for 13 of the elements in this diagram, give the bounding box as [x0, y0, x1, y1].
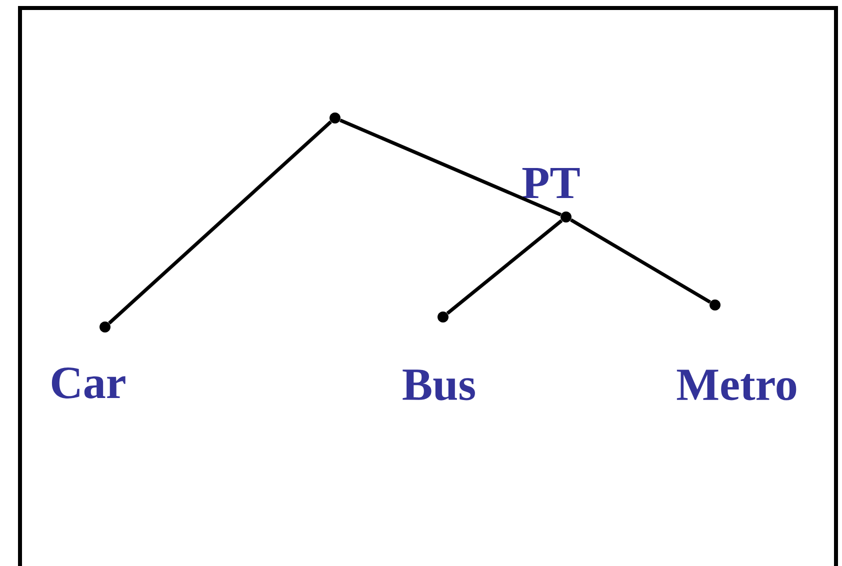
tree-branch: [108, 120, 332, 324]
tree-branch: [570, 218, 711, 304]
tree-node-dot: [100, 322, 110, 332]
node-label: Metro: [676, 370, 796, 400]
tree-branch: [446, 219, 563, 315]
tree-branch: [340, 118, 562, 216]
tree-node-dot: [438, 312, 448, 322]
node-label: Bus: [402, 370, 475, 400]
tree-node-dot: [560, 212, 572, 222]
tree-node-dot: [710, 300, 720, 310]
tree-node-dot: [330, 112, 340, 124]
node-label: PT: [522, 168, 580, 198]
node-label: Car: [52, 368, 126, 398]
